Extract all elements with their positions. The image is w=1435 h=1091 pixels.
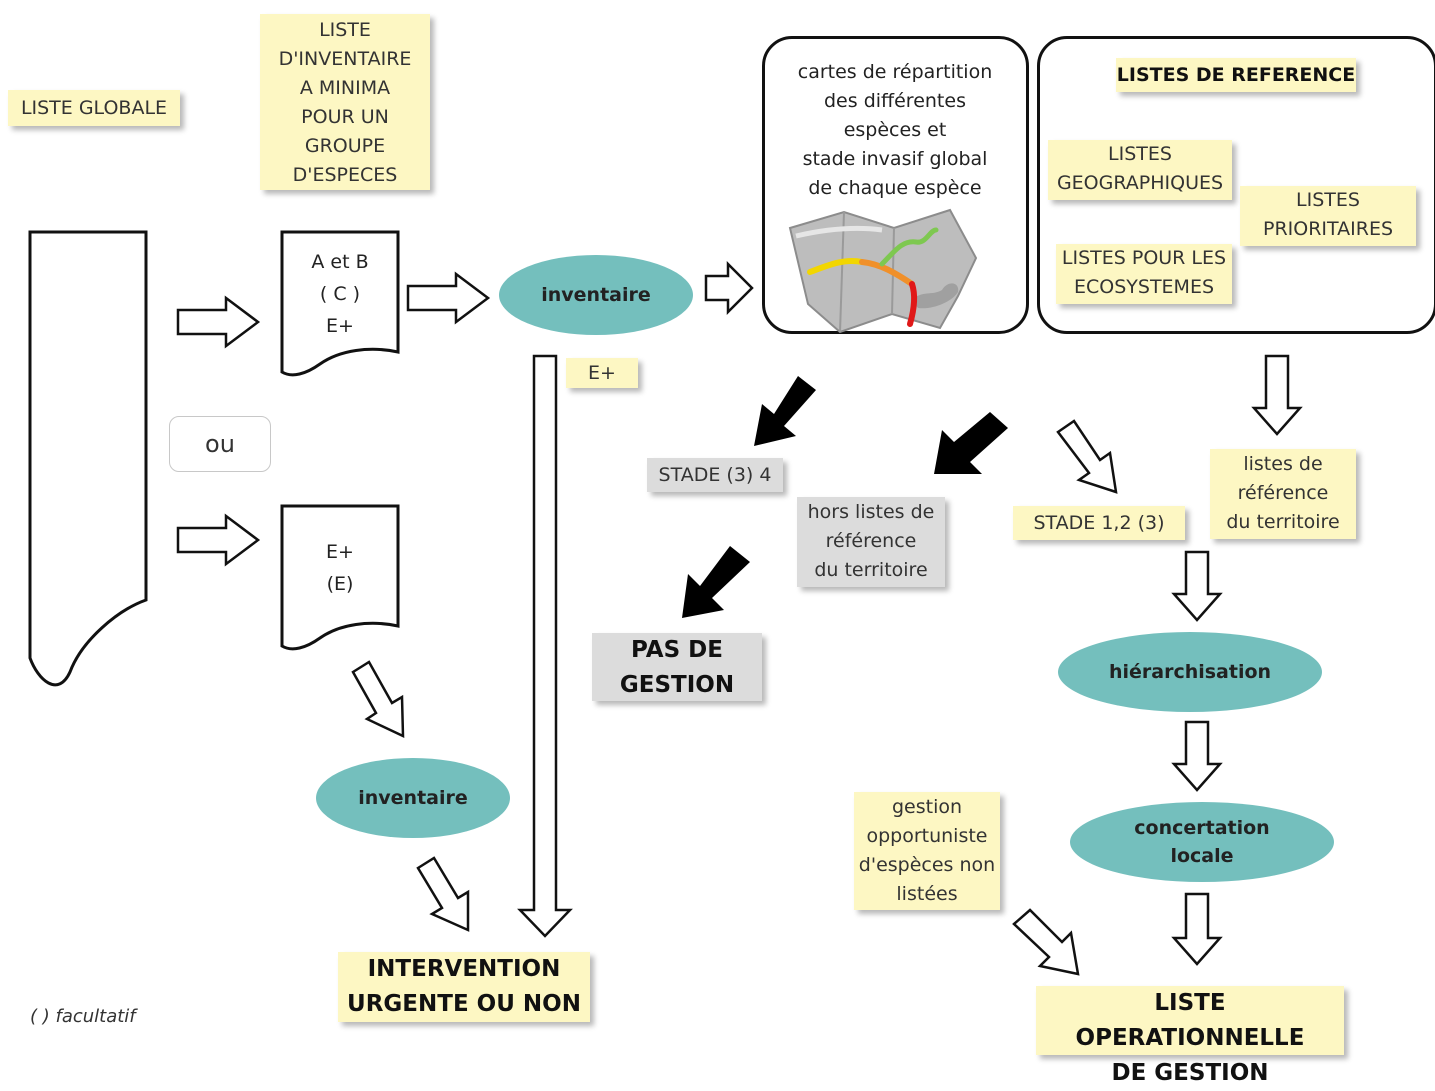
arrow-icon <box>934 412 1008 474</box>
arrow-icon <box>1171 720 1223 792</box>
arrow-icon <box>704 260 754 316</box>
arrow-icon <box>517 354 573 938</box>
stade-34-label: STADE (3) 4 <box>647 458 783 492</box>
e-plus-label: E+ <box>566 358 638 388</box>
arrow-icon <box>406 271 491 325</box>
document-1-shape <box>280 230 400 377</box>
document-2-text: E+ (E) <box>326 541 354 595</box>
liste-globale-label: LISTE GLOBALE <box>8 90 180 126</box>
intervention-box: INTERVENTION URGENTE OU NON <box>338 952 590 1022</box>
document-2-shape <box>280 504 400 651</box>
pas-de-gestion-box: PAS DE GESTION <box>592 633 762 701</box>
inventaire-top-ellipse: inventaire <box>499 255 693 335</box>
inventaire-bottom-ellipse: inventaire <box>316 758 510 838</box>
stade-123-label: STADE 1,2 (3) <box>1013 506 1185 540</box>
hierarchisation-ellipse: hiérarchisation <box>1058 632 1322 712</box>
diagram-shapes <box>28 230 1303 976</box>
ou-label: ou <box>169 416 271 472</box>
arrow-icon <box>1056 419 1118 494</box>
arrow-icon <box>176 513 261 567</box>
hors-listes-note: hors listes de référence du territoire <box>797 497 945 587</box>
listes-prioritaires-note: LISTES PRIORITAIRES <box>1240 186 1416 246</box>
arrow-icon <box>416 856 470 932</box>
listes-geographiques-note: LISTES GEOGRAPHIQUES <box>1048 140 1232 200</box>
arrow-icon <box>351 660 405 738</box>
facultatif-legend: ( ) facultatif <box>30 1006 136 1027</box>
listes-ecosystemes-note: LISTES POUR LES ECOSYSTEMES <box>1056 244 1232 304</box>
listes-territoire-note: listes de référence du territoire <box>1210 449 1356 539</box>
global-list-document-shape <box>28 230 148 687</box>
map-icon <box>788 208 978 334</box>
arrow-icon <box>1251 354 1303 436</box>
listes-reference-title: LISTES DE REFERENCE <box>1116 58 1356 92</box>
concertation-ellipse: concertation locale <box>1070 802 1334 882</box>
liste-operationnelle-box: LISTE OPERATIONNELLE DE GESTION <box>1036 986 1344 1086</box>
arrow-icon <box>1171 892 1223 966</box>
arrow-icon <box>682 546 750 618</box>
arrow-icon <box>176 295 261 349</box>
document-1-text: A et B ( C ) E+ <box>311 251 369 337</box>
gestion-opportuniste-note: gestion opportuniste d'espèces non listé… <box>854 792 1000 910</box>
cartes-text: cartes de répartition des différentes es… <box>797 61 993 199</box>
arrow-icon <box>1171 550 1223 622</box>
liste-inventaire-note: LISTE D'INVENTAIRE A MINIMA POUR UN GROU… <box>260 14 430 190</box>
arrow-icon <box>1012 908 1080 976</box>
arrow-icon <box>754 376 816 446</box>
